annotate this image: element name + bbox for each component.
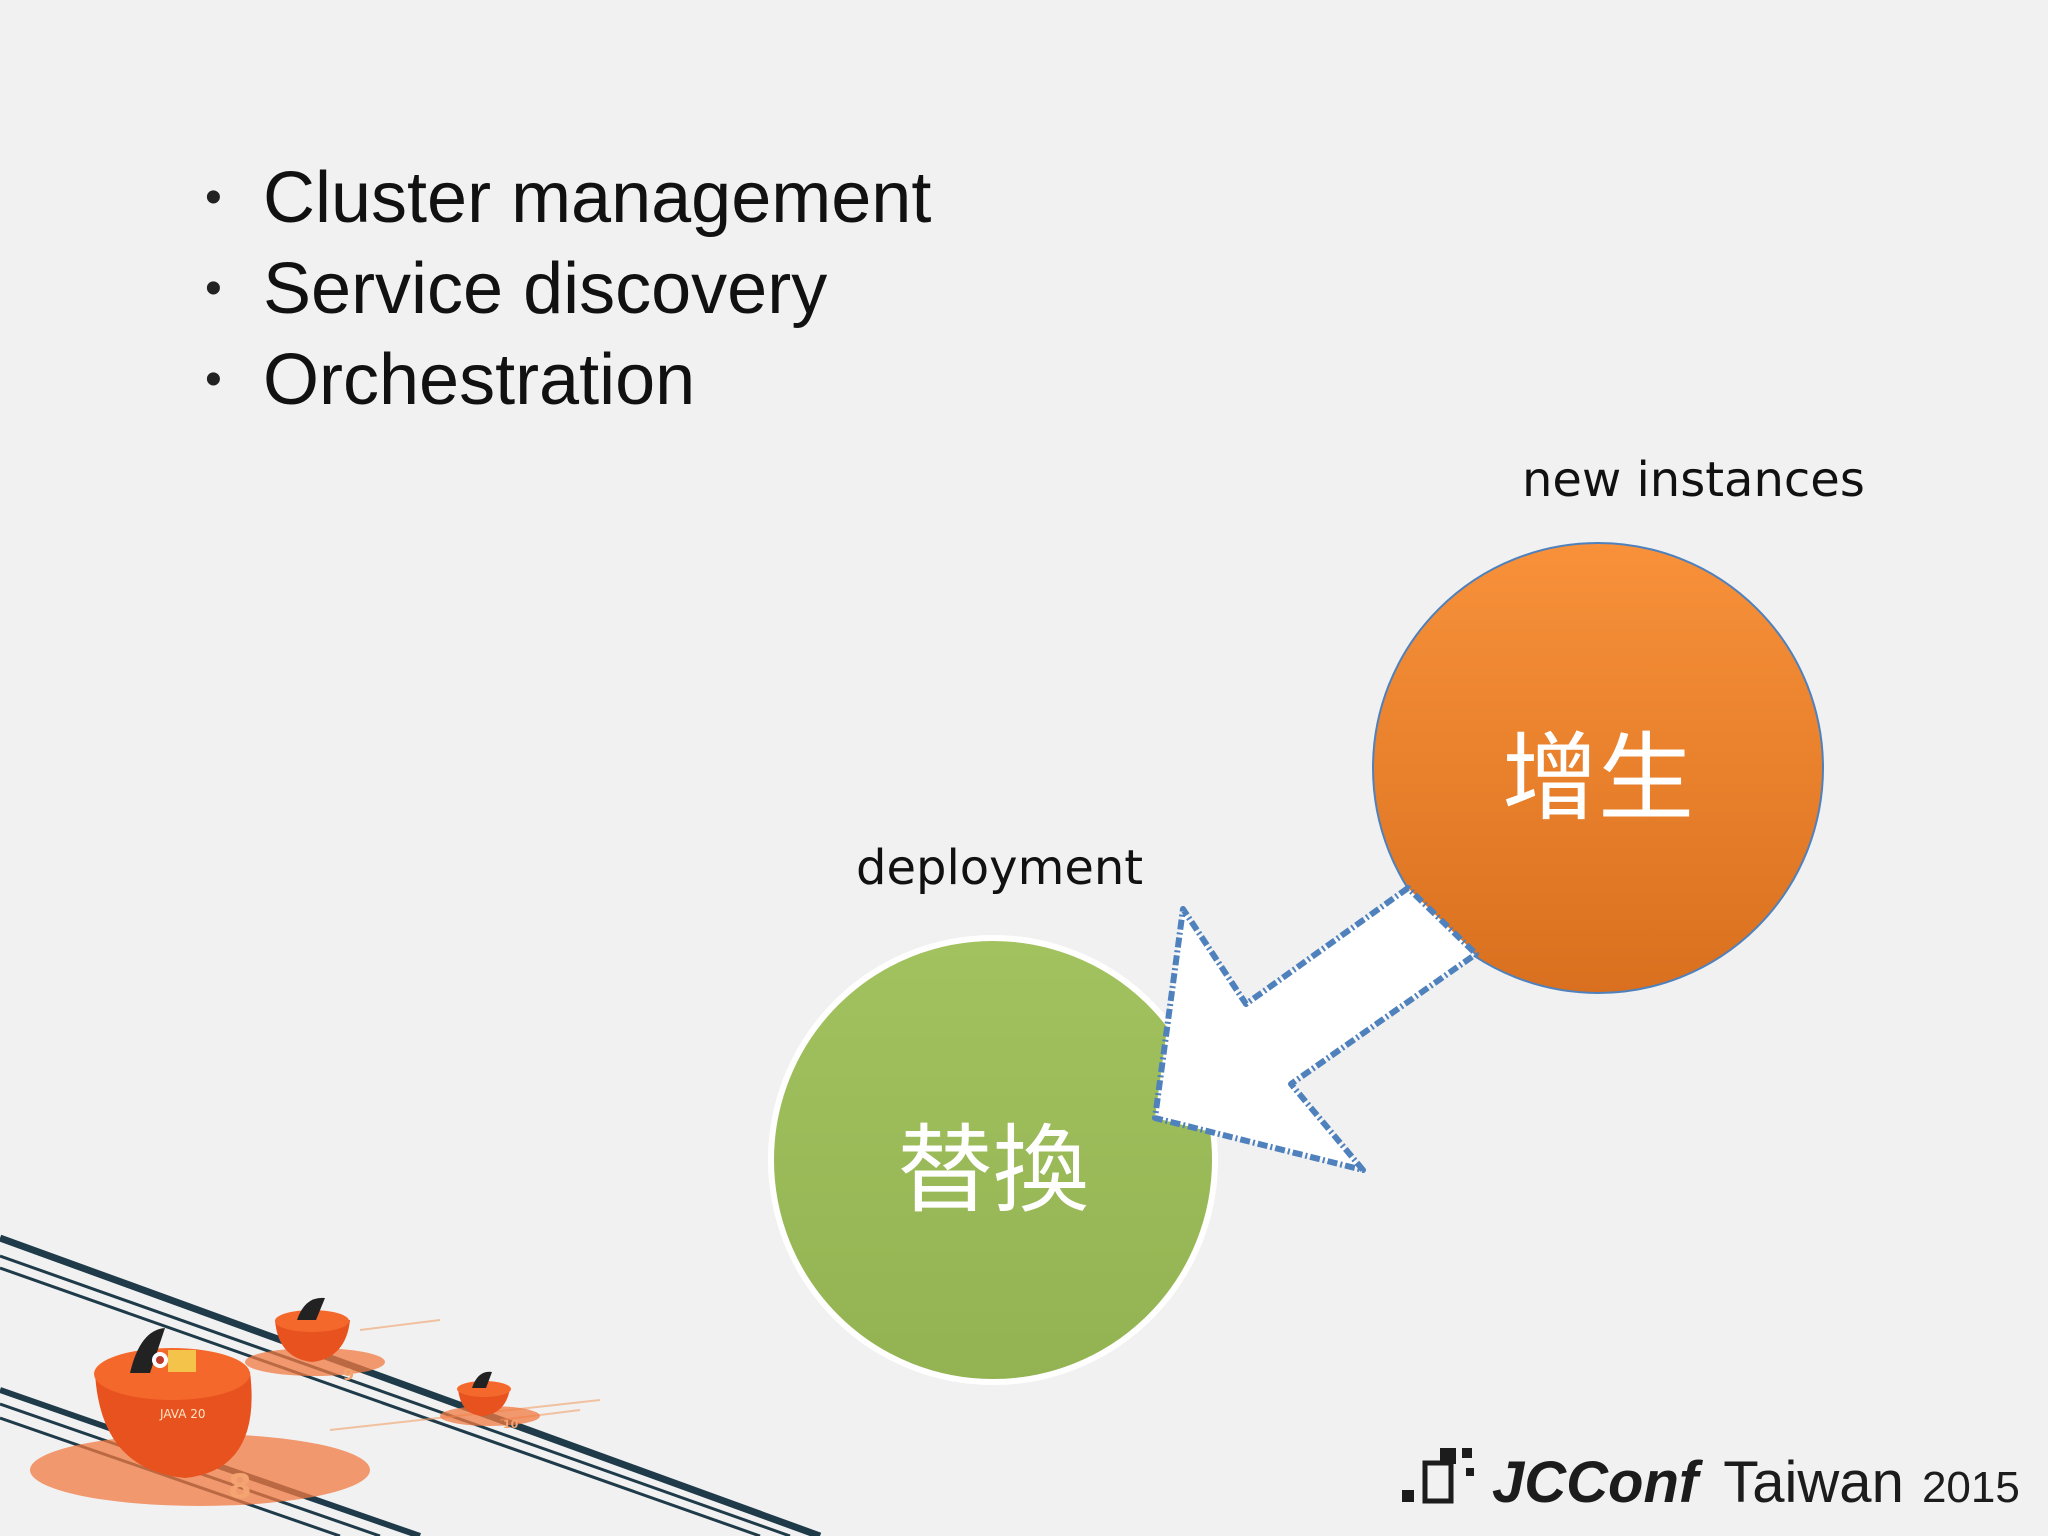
mascot-cup-small <box>440 1371 540 1426</box>
mascot-badge-label: JAVA 20 <box>159 1407 206 1421</box>
mascot-cup-large <box>30 1328 370 1506</box>
bullet-text: Orchestration <box>263 339 696 420</box>
jcconf-logo-mark <box>1402 1448 1474 1504</box>
bullet-item: • Cluster management <box>205 152 931 243</box>
deployment-label: 替換 <box>897 1114 1089 1227</box>
bullet-text: Service discovery <box>263 248 828 329</box>
mascot-badge-label: 9 <box>343 1365 354 1384</box>
bullet-icon: • <box>205 353 222 406</box>
flow-arrow <box>1152 885 1479 1173</box>
new-instances-circle <box>1372 542 1824 994</box>
jcconf-logo-text: JCConf Taiwan 2015 <box>1492 1450 2020 1515</box>
bullet-icon: • <box>205 171 222 224</box>
bullet-item: • Service discovery <box>205 243 931 334</box>
bullet-text: Cluster management <box>263 157 932 238</box>
bullet-list: • Cluster management • Service discovery… <box>205 152 931 425</box>
bullet-item: • Orchestration <box>205 334 931 425</box>
new-instances-caption: new instances <box>1522 452 1865 508</box>
mascot-cup-medium <box>245 1297 385 1376</box>
deployment-caption: deployment <box>856 840 1144 896</box>
mascot-badge-label: 10 <box>503 1418 519 1431</box>
deployment-circle <box>768 935 1218 1385</box>
new-instances-label: 增生 <box>1502 722 1694 835</box>
mascot-badge-label: 8 <box>228 1467 252 1507</box>
bullet-icon: • <box>205 262 222 315</box>
